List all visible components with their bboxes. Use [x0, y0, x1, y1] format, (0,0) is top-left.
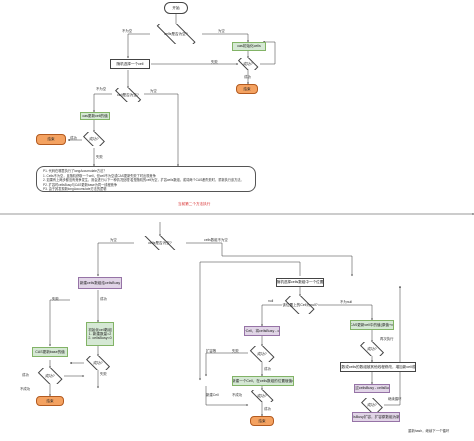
- edge-label-success-6: 成功: [264, 367, 271, 371]
- edge-label-for-null: 为空: [110, 238, 117, 242]
- edge-label-fail-7: 不成功: [232, 393, 243, 397]
- cell-null-2-decision: 该位置上的Cell为null?: [282, 296, 318, 314]
- end-node-4: 结束: [250, 416, 274, 426]
- check-success-3-decision: 成功?: [84, 356, 112, 370]
- cells-cas-init-box: cas初始化cells: [232, 42, 266, 51]
- check-success-7-decision: 成功?: [360, 398, 384, 412]
- check-success-1-decision: 成功?: [236, 58, 260, 70]
- hash-cell-2-box: 随机选择cells数组中一个位置: [276, 278, 324, 287]
- cas-cells-busy-box: 通过cellsBusy - cellsBusy: [354, 384, 390, 393]
- edge-label-null: null: [268, 299, 274, 303]
- end-node-2: 结束: [36, 134, 66, 145]
- edge-label-success-1: 成功: [244, 75, 251, 79]
- end-node-3: 结束: [36, 396, 64, 406]
- edge-label-fail-3: 失败: [52, 297, 59, 301]
- edge-label-not-null-2: 不为空: [96, 87, 107, 91]
- note-line-1: P1. 代码在哪里执行了longAccumulate方法？: [43, 169, 107, 173]
- start-node: 开始: [164, 2, 188, 14]
- new-cells-box: 新建cells数组给cellsBusy: [78, 277, 122, 289]
- edge-label-not-null-3: 不为null: [340, 300, 353, 304]
- check-success-2-decision: 成功?: [82, 132, 106, 146]
- edge-label-is-null-2: 为空: [150, 89, 157, 93]
- cas-base-box: CAS更新base的值: [32, 347, 68, 357]
- edge-label-success-2: 成功: [70, 136, 77, 140]
- check-success-3b-decision: 成功?: [36, 368, 64, 384]
- hash-cell-box: 随机选择一个cell: [110, 59, 150, 69]
- edge-label-not-null: 不为空: [122, 29, 133, 33]
- check-success-6-decision: 成功?: [248, 390, 276, 402]
- cas-cell-value-box: cas更新cell的值: [80, 112, 110, 120]
- cell-null-decision: cell是否为空?: [112, 88, 144, 102]
- note-line-4: P2. 扩容时cellsBusy与CAS更新base为同一线程竞争: [43, 182, 118, 187]
- note-line-2: 1. Cells不为空，且随机获取一个cell，但cell不为空或CAS更新失败…: [43, 173, 156, 178]
- edge-label-is-null: 为空: [218, 29, 225, 33]
- caption-right: 重新hash，继续下一个循环: [408, 429, 450, 433]
- edge-label-fail-2: 失败: [96, 155, 103, 159]
- init-cell-box: 初始化cell数组 1. 新建数量=2 2. cellsBusy=0: [86, 322, 114, 346]
- note-line-5: P3. 由于其发现新longAccumulate方法的逻辑: [43, 187, 107, 192]
- end-node-1: 结束: [236, 84, 258, 94]
- rehash-box: 当cellsBusy扩容，扩容原数组为新数组: [352, 412, 400, 422]
- explanation-note: P1. 代码在哪里执行了longAccumulate方法？ 1. Cells不为…: [36, 166, 256, 192]
- edge-label-success-7: 成功: [264, 407, 271, 411]
- check-success-5-decision: 成功?: [358, 342, 386, 356]
- edge-label-fail-5: 不成功: [20, 387, 31, 391]
- note-line-3: 2. 如果有上两步都没有竞争发生，则会进行以下一种情况处理 若是随机的cell为…: [43, 178, 244, 183]
- red-caption: 当前第二个方法执行: [178, 202, 211, 206]
- edge-label-fail-1: 失败: [211, 60, 218, 64]
- edge-label-rehash: 再次执行: [380, 337, 394, 341]
- new-cell-box: 新建一个Cell，将cellsBusy - cellsBusy: [244, 326, 280, 336]
- edge-label-success-4: 成功: [22, 373, 29, 377]
- cells-null-decision: cells是否为空?: [150, 24, 202, 44]
- cells-null-decision-2: cells是否为空?: [134, 236, 186, 250]
- cas-cell-update-box: CAS更新cell中的值(原值+x): [350, 320, 394, 330]
- check-resize-box: cells.length>=cpu核数或cells的数组被其他线程修改，增加新c…: [340, 362, 416, 372]
- edge-label-retry: 扩容等: [206, 349, 217, 353]
- edge-label-fail-6: 失败: [232, 349, 239, 353]
- check-success-4-decision: 成功?: [248, 346, 276, 362]
- edge-label-for-notnull: cells数组不为空: [204, 238, 228, 242]
- edge-label-loop-back: 继续循环: [388, 397, 402, 401]
- edge-label-fail-4: 失败: [100, 372, 107, 376]
- edge-label-cells-new: 新建Cell: [206, 393, 219, 397]
- create-cell-box: 新建一个Cell，在cells数组的位置赋值x: [232, 376, 294, 386]
- edge-label-success-3: 成功: [100, 297, 107, 301]
